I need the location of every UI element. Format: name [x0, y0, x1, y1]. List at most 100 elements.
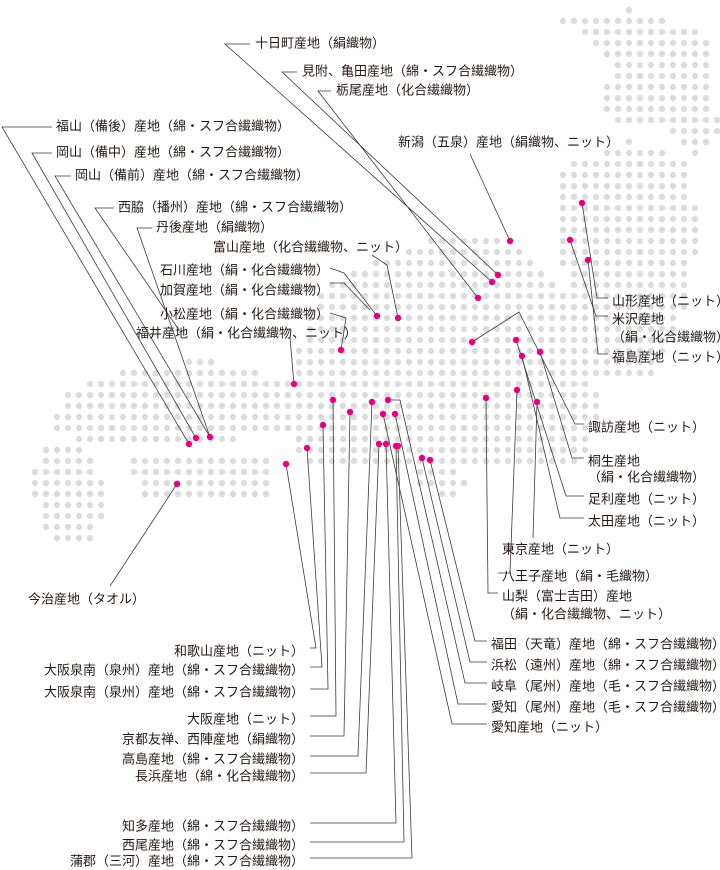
land-dot: [372, 391, 380, 399]
land-dot: [515, 413, 523, 421]
land-dot: [614, 292, 622, 300]
land-dot: [262, 479, 270, 487]
land-dot: [691, 28, 699, 36]
land-dot: [493, 380, 501, 388]
land-dot: [581, 226, 589, 234]
land-dot: [53, 413, 61, 421]
leader-line-yamanashi_1: [485, 397, 498, 594]
land-dot: [515, 369, 523, 377]
land-dot: [614, 270, 622, 278]
land-dot: [427, 248, 435, 256]
land-dot: [152, 468, 160, 476]
land-dot: [361, 457, 369, 465]
land-dot: [581, 380, 589, 388]
land-dot: [680, 204, 688, 212]
land-dot: [691, 248, 699, 256]
land-dot: [229, 490, 237, 498]
land-dot: [515, 347, 523, 355]
label-chita: 知多産地（綿・スフ合繊織物）: [122, 819, 304, 835]
land-dot: [658, 17, 666, 25]
land-dot: [482, 237, 490, 245]
land-dot: [218, 402, 226, 410]
leader-line-toyama: [371, 254, 399, 319]
land-dot: [504, 380, 512, 388]
land-dot: [361, 413, 369, 421]
land-dot: [647, 61, 655, 69]
land-dot: [669, 61, 677, 69]
land-dot: [262, 391, 270, 399]
land-dot: [438, 369, 446, 377]
land-dot: [559, 204, 567, 212]
leader-line-fukuyama: [1, 126, 190, 445]
land-dot: [185, 490, 193, 498]
land-dot: [438, 490, 446, 498]
land-dot: [647, 50, 655, 58]
land-dot: [394, 435, 402, 443]
land-dot: [130, 380, 138, 388]
land-dot: [361, 358, 369, 366]
land-dot: [339, 292, 347, 300]
land-dot: [603, 83, 611, 91]
land-dot: [416, 281, 424, 289]
leader-line-takashima: [310, 401, 373, 757]
land-dot: [361, 347, 369, 355]
land-dot: [680, 50, 688, 58]
land-dot: [185, 424, 193, 432]
land-dot: [460, 314, 468, 322]
land-dot: [75, 523, 83, 531]
land-dot: [416, 347, 424, 355]
land-dot: [163, 479, 171, 487]
land-dot: [405, 457, 413, 465]
land-dot: [438, 314, 446, 322]
land-dot: [372, 358, 380, 366]
land-dot: [152, 402, 160, 410]
land-dot: [581, 358, 589, 366]
land-dot: [218, 435, 226, 443]
land-dot: [383, 380, 391, 388]
land-dot: [427, 336, 435, 344]
land-dot: [691, 94, 699, 102]
land-dot: [449, 248, 457, 256]
land-dot: [636, 39, 644, 47]
land-dot: [647, 215, 655, 223]
land-dot: [603, 50, 611, 58]
land-dot: [691, 72, 699, 80]
land-dot: [427, 259, 435, 267]
land-dot: [680, 39, 688, 47]
land-dot: [449, 259, 457, 267]
land-dot: [174, 391, 182, 399]
land-dot: [240, 369, 248, 377]
land-dot: [163, 468, 171, 476]
land-dot: [592, 325, 600, 333]
land-dot: [229, 479, 237, 487]
land-dot: [614, 28, 622, 36]
land-dot: [614, 369, 622, 377]
land-dot: [471, 270, 479, 278]
land-dot: [361, 424, 369, 432]
land-dot: [680, 61, 688, 69]
land-dot: [614, 72, 622, 80]
land-dot: [317, 336, 325, 344]
land-dot: [636, 237, 644, 245]
land-dot: [306, 380, 314, 388]
land-dot: [592, 39, 600, 47]
label-fukushima: 福島産地（ニット）: [612, 350, 720, 366]
land-dot: [625, 303, 633, 311]
land-dot: [570, 171, 578, 179]
land-dot: [240, 391, 248, 399]
land-dot: [361, 369, 369, 377]
land-dot: [537, 446, 545, 454]
land-dot: [570, 457, 578, 465]
land-dot: [141, 457, 149, 465]
land-dot: [394, 402, 402, 410]
land-dot: [53, 479, 61, 487]
land-dot: [548, 314, 556, 322]
land-dot: [207, 490, 215, 498]
land-dot: [625, 226, 633, 234]
land-dot: [603, 325, 611, 333]
land-dot: [174, 490, 182, 498]
land-dot: [680, 215, 688, 223]
marker-ishikawa: [373, 312, 381, 320]
land-dot: [86, 512, 94, 520]
land-dot: [482, 380, 490, 388]
